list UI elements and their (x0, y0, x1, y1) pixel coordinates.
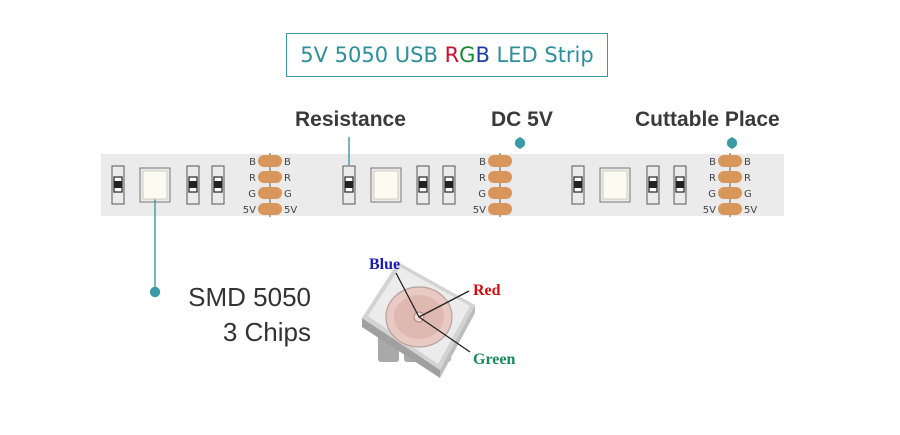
cuttable-label: Cuttable Place (635, 108, 780, 131)
resistor-outline (211, 165, 225, 205)
resistor-body (345, 181, 353, 188)
resistor-outline (111, 165, 125, 205)
solder-pad (718, 203, 742, 215)
resistor-body (189, 181, 197, 188)
led-chip (142, 170, 168, 200)
pad-label: 5V (744, 205, 757, 216)
pad-label: B (744, 157, 751, 168)
solder-pad (718, 155, 742, 167)
resistor-outline (186, 165, 200, 205)
pad-label: 5V (703, 205, 716, 216)
led-chip (602, 170, 628, 200)
solder-pad (488, 171, 512, 183)
title-g: G (459, 43, 476, 67)
resistor-body (649, 181, 657, 188)
led-chip (373, 170, 399, 200)
resistance-label: Resistance (295, 108, 406, 131)
pad-label: G (248, 189, 256, 200)
resistor-body (676, 181, 684, 188)
resistor-outline (342, 165, 356, 205)
pad-label: G (708, 189, 716, 200)
pad-label: B (284, 157, 291, 168)
smd-label-line2: 3 Chips (222, 317, 311, 347)
pad-label: B (249, 157, 256, 168)
resistor-outline (673, 165, 687, 205)
pad-label: R (709, 173, 716, 184)
led-outline (370, 167, 402, 203)
solder-pad (718, 171, 742, 183)
pad-label: 5V (284, 205, 297, 216)
resistor-outline (442, 165, 456, 205)
pad-label: G (744, 189, 752, 200)
resistor-outline (571, 165, 585, 205)
title-r: R (444, 43, 460, 67)
pad-label: R (479, 173, 486, 184)
pad-label: R (249, 173, 256, 184)
solder-pad (488, 203, 512, 215)
dc5v-label: DC 5V (491, 108, 553, 131)
pad-label: B (709, 157, 716, 168)
solder-pad (258, 187, 282, 199)
title-prefix: 5V 5050 USB (300, 43, 445, 67)
pad-label: B (479, 157, 486, 168)
smd-label-line1: SMD 5050 (188, 282, 311, 312)
solder-pad (258, 203, 282, 215)
resistor-body (214, 181, 222, 188)
solder-pad (718, 187, 742, 199)
solder-pad (488, 187, 512, 199)
resistor-body (114, 181, 122, 188)
solder-pad (258, 155, 282, 167)
led-outline (599, 167, 631, 203)
chip-label-blue: Blue (369, 256, 400, 273)
pad-label: G (478, 189, 486, 200)
smd-5050-chip (362, 262, 475, 378)
pad-label: 5V (243, 205, 256, 216)
callout-lines (149, 137, 738, 298)
resistor-body (419, 181, 427, 188)
title: 5V 5050 USB RGB LED Strip (287, 43, 607, 67)
chip-label-green: Green (473, 351, 515, 368)
resistor-body (574, 181, 582, 188)
solder-pad (258, 171, 282, 183)
pad-label: R (744, 173, 751, 184)
title-b: B (475, 43, 490, 67)
title-suffix: LED Strip (489, 43, 594, 67)
pad-label: R (284, 173, 291, 184)
resistor-outline (646, 165, 660, 205)
resistor-outline (416, 165, 430, 205)
pad-label: 5V (473, 205, 486, 216)
resistor-body (445, 181, 453, 188)
chip-label-red: Red (473, 282, 501, 299)
pad-label: G (284, 189, 292, 200)
solder-pad (488, 155, 512, 167)
title-box: 5V 5050 USB RGB LED Strip (286, 33, 608, 77)
led-outline (139, 167, 171, 203)
